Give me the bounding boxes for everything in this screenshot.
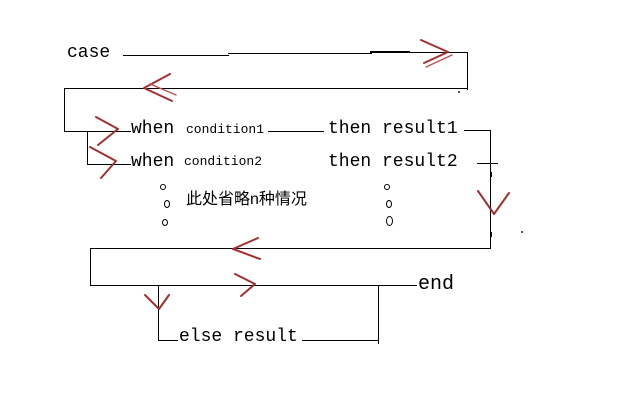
- label-then-result-1: then result1: [328, 119, 458, 139]
- arrow-left-return-extra-stroke: [149, 83, 177, 96]
- label-end: end: [418, 273, 455, 296]
- else-entry-line: [158, 340, 178, 341]
- else-merge-vertical: [378, 285, 379, 344]
- loop-return-line: [64, 88, 468, 89]
- case-line-seg3: [370, 51, 410, 53]
- case-line-seg1: [123, 55, 229, 56]
- label-when-2: when: [131, 152, 175, 172]
- ellipsis-dot: [160, 184, 166, 190]
- label-then-result-2: then result2: [328, 152, 458, 172]
- inner-branch-vertical: [87, 131, 88, 165]
- ellipsis-dot: [386, 216, 393, 226]
- when2-entry-line: [87, 164, 131, 165]
- ellipsis-dot: [384, 184, 390, 190]
- ellipsis-dot: [162, 219, 168, 226]
- right-merge-vertical: [490, 130, 491, 249]
- stray-dot: [521, 231, 523, 233]
- else-exit-line: [302, 340, 379, 341]
- end-line: [90, 285, 417, 286]
- when1-entry-line: [64, 131, 131, 132]
- case-line-seg2: [228, 53, 372, 54]
- case-line-seg4: [409, 52, 468, 53]
- arrow-right-top-extra-stroke: [425, 54, 453, 68]
- top-right-vertical: [467, 52, 468, 90]
- label-else-result: else result: [179, 327, 298, 347]
- arrow-down-else-icon: [144, 294, 170, 310]
- label-condition-1: condition1: [186, 122, 265, 137]
- ellipsis-dot: [386, 200, 392, 208]
- bottom-return-line: [90, 248, 491, 249]
- bottom-left-vertical: [90, 248, 91, 286]
- label-omission-note: 此处省略n种情况: [186, 191, 307, 208]
- arrow-down-right-icon: [477, 190, 510, 215]
- label-when-1: when: [131, 119, 175, 139]
- result2-exit-dash: [477, 163, 498, 164]
- left-branch-vertical: [64, 88, 65, 132]
- label-condition-2: condition2: [184, 154, 263, 169]
- arrow-when2-icon: [89, 146, 117, 179]
- ellipsis-dot: [164, 200, 170, 208]
- pen-nub: [490, 232, 492, 237]
- result1-exit-line: [464, 130, 491, 131]
- condition1-then1-line: [268, 131, 324, 132]
- stray-dot: [458, 91, 460, 93]
- else-branch-vertical: [158, 285, 159, 341]
- pen-nub: [490, 172, 492, 177]
- label-case: case: [67, 43, 111, 63]
